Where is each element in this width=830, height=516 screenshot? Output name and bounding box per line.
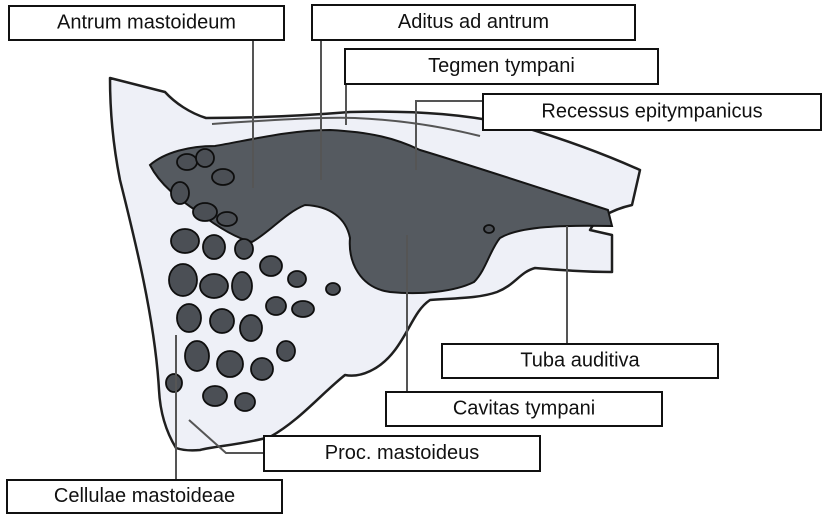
label-tegmen-tympani: Tegmen tympani xyxy=(345,49,658,84)
mastoid-cell xyxy=(177,304,201,332)
label-cellulae-mastoideae: Cellulae mastoideae xyxy=(7,480,282,513)
mastoid-cell xyxy=(185,341,209,371)
mastoid-cell xyxy=(203,386,227,406)
mastoid-cell xyxy=(203,235,225,259)
label-tuba-auditiva: Tuba auditiva xyxy=(442,344,718,378)
mastoid-cell xyxy=(288,271,306,287)
mastoid-cell xyxy=(484,225,494,233)
label-text-recessus-epitympanicus: Recessus epitympanicus xyxy=(541,100,762,122)
mastoid-cell xyxy=(235,239,253,259)
label-proc-mastoideus: Proc. mastoideus xyxy=(264,436,540,471)
mastoid-cell xyxy=(240,315,262,341)
mastoid-cell xyxy=(169,264,197,296)
mastoid-cell xyxy=(266,297,286,315)
mastoid-cell xyxy=(232,272,252,300)
label-text-antrum-mastoideum: Antrum mastoideum xyxy=(57,11,236,33)
mastoid-cell xyxy=(235,393,255,411)
label-text-cavitas-tympani: Cavitas tympani xyxy=(453,397,595,419)
mastoid-cell xyxy=(292,301,314,317)
label-text-proc-mastoideus: Proc. mastoideus xyxy=(325,442,480,464)
label-text-tuba-auditiva: Tuba auditiva xyxy=(520,349,640,371)
mastoid-cell xyxy=(210,309,234,333)
mastoid-cell xyxy=(326,283,340,295)
label-recessus-epitympanicus: Recessus epitympanicus xyxy=(483,94,821,130)
mastoid-cell xyxy=(177,154,197,170)
mastoid-cell xyxy=(171,229,199,253)
mastoid-cell xyxy=(166,374,182,392)
label-text-cellulae-mastoideae: Cellulae mastoideae xyxy=(54,485,235,507)
label-antrum-mastoideum: Antrum mastoideum xyxy=(9,6,284,40)
mastoid-cell xyxy=(171,182,189,204)
mastoid-cell xyxy=(200,274,228,298)
mastoid-cell xyxy=(251,358,273,380)
mastoid-cell xyxy=(260,256,282,276)
label-aditus-ad-antrum: Aditus ad antrum xyxy=(312,5,635,40)
mastoid-cell xyxy=(277,341,295,361)
mastoid-cell xyxy=(217,351,243,377)
label-text-tegmen-tympani: Tegmen tympani xyxy=(428,55,575,77)
mastoid-cell xyxy=(212,169,234,185)
label-text-aditus-ad-antrum: Aditus ad antrum xyxy=(398,11,549,33)
mastoid-cell xyxy=(193,203,217,221)
label-cavitas-tympani: Cavitas tympani xyxy=(386,392,662,426)
mastoid-cell xyxy=(217,212,237,226)
mastoid-cell xyxy=(196,149,214,167)
